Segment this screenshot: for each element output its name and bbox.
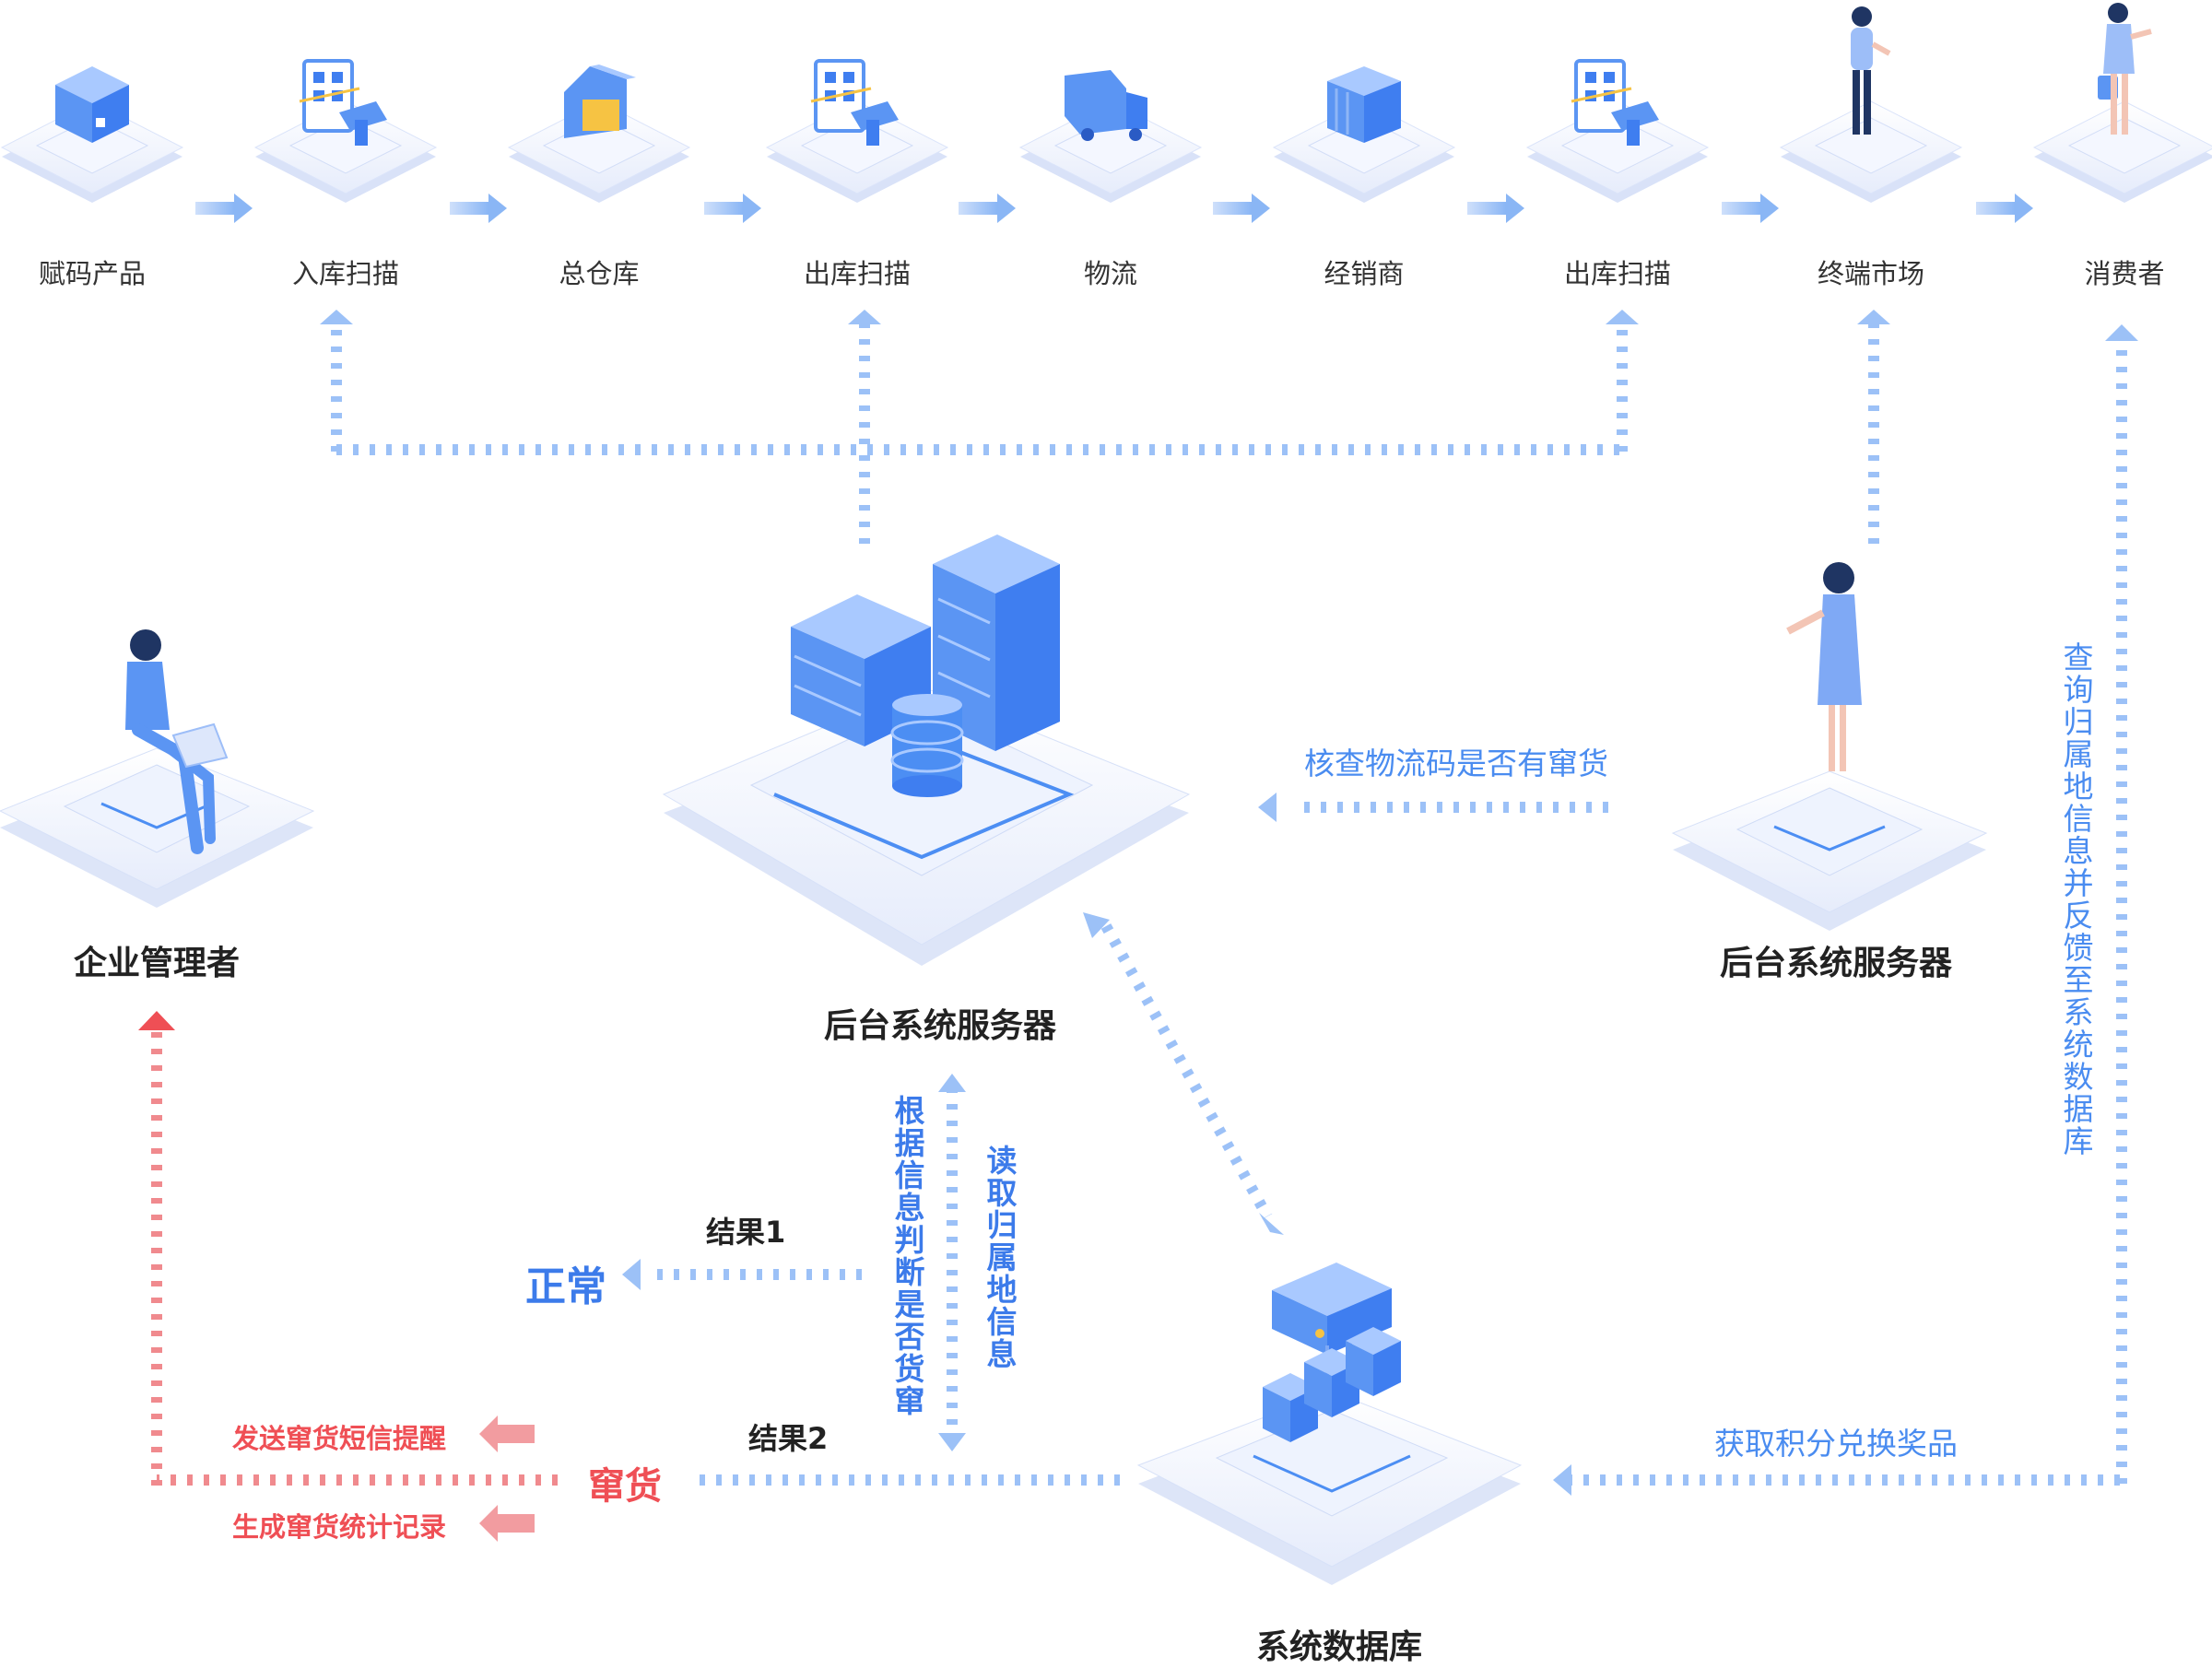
product-box-icon [55,66,129,143]
scan-network-connectors [331,323,2127,1486]
sms-arrow [479,1415,535,1452]
stage-label-2: 入库扫描 [291,258,399,289]
stage-2-platform [253,100,438,203]
arrowhead-up [320,310,353,324]
flow-arrow [450,194,507,223]
arrowhead-up [2105,324,2138,341]
stage-label-6: 经销商 [1324,258,1405,289]
arrowhead-downright [1259,1213,1284,1235]
database-title: 系统数据库 [1255,1628,1422,1666]
stage-8-platform [1779,100,1963,203]
flow-arrow [1467,194,1524,223]
stage-7-platform [1525,100,1710,203]
diverted-label: 窜货 [588,1465,662,1508]
read-location-label: 读取归属地信息 [982,1145,1018,1370]
qr-scanner-icon [810,59,899,146]
flow-arrow [704,194,761,223]
arrowhead-up [848,310,881,324]
stage-9-platform [2032,100,2212,203]
consumer-shopper-icon [2098,3,2152,135]
qr-scanner-icon [1571,59,1659,146]
alert-arrowhead-up [138,1011,175,1030]
flow-arrow [1213,194,1270,223]
stage-label-7: 出库扫描 [1563,258,1671,289]
stage-flow-arrows [195,194,2033,223]
stage-row [0,3,2212,203]
flow-arrow [1722,194,1779,223]
central-server-title: 后台系统服务器 [823,1007,1056,1045]
generate-record-label: 生成窜货统计记录 [232,1511,447,1543]
arrowhead-left [1553,1464,1571,1496]
qr-scanner-icon [299,59,387,146]
delivery-truck-icon [1065,70,1147,141]
stage-label-8: 终端市场 [1817,258,1924,289]
record-arrow [479,1505,535,1542]
flow-arrow [1976,194,2033,223]
db-server-link [1100,923,1273,1219]
stage-label-1: 赋码产品 [38,258,146,289]
arrowhead-upleft [1083,912,1110,938]
flow-arrow [959,194,1016,223]
warehouse-icon [564,65,636,138]
reward-label: 获取积分兑换奖品 [1714,1426,1958,1462]
judge-label: 根据信息判断是否货窜 [889,1095,925,1417]
stage-label-3: 总仓库 [559,258,640,289]
right-server-node [1671,770,1988,931]
consumer-query-label: 查询归属地信息并反馈至系统数据库 [2058,641,2094,1157]
database-cylinder-icon [890,694,964,797]
arrowhead-up [1606,310,1639,324]
arrowhead-down [938,1433,966,1451]
manager-node [0,747,315,908]
result1-label: 结果1 [706,1215,786,1250]
stage-3-platform [507,100,691,203]
manager-person-icon [125,629,229,854]
staff-person-icon [1786,562,1862,771]
arrowhead-up [1857,310,1890,324]
alert-connectors [138,1011,558,1542]
arrowhead-up [938,1074,966,1092]
network-storage-icon [1263,1263,1401,1442]
database-node [1136,1391,1523,1585]
flow-arrow [195,194,253,223]
stage-label-4: 出库扫描 [803,258,911,289]
send-sms-label: 发送窜货短信提醒 [232,1423,447,1454]
result2-label: 结果2 [748,1421,829,1456]
stage-1-platform [0,100,184,203]
connector-arrowheads [320,310,2138,1496]
stage-label-5: 物流 [1083,258,1137,289]
arrowhead-left [1258,793,1277,822]
arrowhead-left [622,1259,641,1290]
verify-label: 核查物流码是否有窜货 [1304,746,1608,781]
shipping-container-icon [1327,66,1401,143]
normal-label: 正常 [525,1263,606,1310]
salesperson-icon [1851,6,1891,135]
manager-title: 企业管理者 [73,945,240,982]
right-server-title: 后台系统服务器 [1719,945,1952,982]
stage-label-9: 消费者 [2084,258,2165,289]
